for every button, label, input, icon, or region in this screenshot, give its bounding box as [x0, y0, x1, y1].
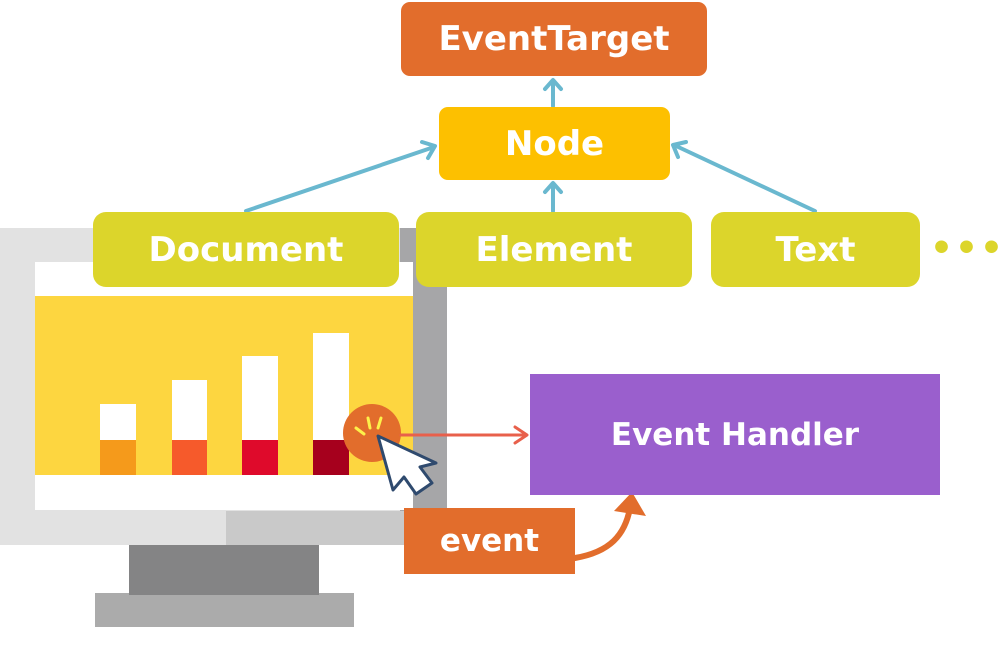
chart-bar-base: [313, 440, 349, 475]
chart-bar: [172, 380, 207, 440]
mouse-cursor-icon: [376, 434, 438, 496]
event-box: event: [404, 508, 575, 574]
event-to-handler-arrow: [572, 492, 646, 561]
node-label: Node: [504, 123, 605, 164]
node-node: Node: [439, 107, 670, 180]
arrowhead: [671, 140, 688, 159]
click-sparks: [354, 416, 383, 436]
arrow-document-to-node: [244, 145, 436, 213]
inheritance-arrows: [244, 78, 817, 213]
arrowhead: [420, 140, 437, 160]
event-handler-box: Event Handler: [530, 374, 940, 495]
node-document: Document: [93, 212, 399, 287]
node-label: Text: [775, 229, 856, 270]
node-label: Document: [148, 229, 344, 270]
arrowhead: [543, 78, 563, 91]
node-eventtarget: EventTarget: [401, 2, 707, 76]
node-element: Element: [416, 212, 692, 287]
chart-bar-base: [242, 440, 278, 475]
chart-bar-base: [100, 440, 136, 475]
click-to-handler-arrow: [399, 425, 529, 445]
bar-chart: [100, 333, 349, 475]
event-handler-label: Event Handler: [610, 416, 860, 453]
node-text: Text: [711, 212, 920, 287]
chart-bar: [242, 356, 278, 440]
monitor-stand-neck: [129, 545, 319, 595]
node-label: EventTarget: [438, 19, 670, 59]
more-nodes-ellipsis: •••: [930, 228, 1001, 269]
event-label: event: [439, 523, 540, 559]
monitor-stand-base: [95, 593, 354, 627]
chart-bar-base: [172, 440, 207, 475]
node-label: Element: [475, 229, 633, 270]
chart-bar: [313, 333, 349, 440]
arrow-text-to-node: [672, 143, 817, 213]
arrowhead: [543, 181, 563, 194]
chart-bar: [100, 404, 136, 440]
